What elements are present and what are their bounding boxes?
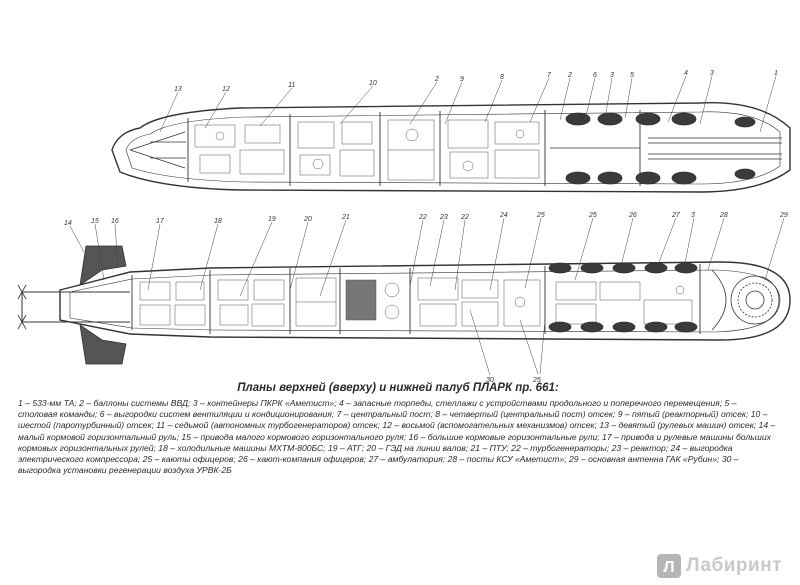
bottom-label: 30 [486,377,494,384]
propeller-shafts [21,291,130,323]
lower-label: 26 [628,212,637,219]
watermark-text: Лабиринт [686,555,782,576]
upper-bulkheads [187,110,641,186]
lower-label: 24 [499,212,508,219]
leader-lines [69,75,785,376]
upper-machinery-detail [194,119,540,181]
upper-stern-cone [129,131,186,169]
lower-label: 18 [214,218,222,225]
upper-label: 6 [593,72,597,79]
upper-label: 12 [222,86,230,93]
upper-label: 4 [684,70,688,77]
lower-label: 19 [268,216,276,223]
upper-label: 10 [369,80,377,87]
upper-label: 1 [774,70,778,77]
lower-hull-outline [59,261,791,341]
upper-label: 3 [610,72,614,79]
lower-label: 23 [439,214,448,221]
lower-bulkheads [131,264,701,334]
watermark-logo-icon: Л [657,554,682,578]
lower-label: 20 [303,216,312,223]
upper-hull-outline [111,102,791,193]
lower-label: 3 [691,212,695,219]
lower-label: 27 [671,212,681,219]
watermark-logo-letter: Л [664,559,675,576]
lower-rudder-fin [79,324,127,365]
upper-deck-plan [111,102,791,193]
lower-label: 25 [536,212,545,219]
upper-label: 3 [710,70,714,77]
upper-label: 5 [630,72,634,79]
lower-label: 28 [719,212,728,219]
lower-number-labels: 14 15 16 17 18 19 20 21 22 23 22 24 25 2… [64,212,788,227]
legend-caption: Планы верхней (вверху) и нижней палуб ПЛ… [18,382,778,476]
upper-inner-hull [125,111,781,185]
lower-machinery-detail [139,277,693,327]
caption-title: Планы верхней (вверху) и нижней палуб ПЛ… [237,382,559,394]
lower-label: 29 [779,212,788,219]
lower-deck-plan [17,245,791,365]
upper-label: 7 [547,72,552,79]
upper-label: 9 [460,76,464,83]
lower-label: 21 [341,214,350,221]
lower-label: 17 [156,218,165,225]
lower-label: 16 [111,218,119,225]
lower-label: 15 [91,218,99,225]
lower-label: 25 [588,212,597,219]
upper-rudder-fin [79,245,127,286]
caption-body: 1 – 533-мм ТА; 2 – баллоны системы ВВД; … [18,398,776,476]
bottom-number-labels: 30 25 [486,377,541,384]
lower-label: 14 [64,220,72,227]
lower-label: 22 [418,214,427,221]
lower-label: 22 [460,214,469,221]
upper-torpedo-tubes [550,137,782,160]
upper-label: 11 [288,82,295,89]
upper-label: 2 [434,76,439,83]
propeller-icon [17,284,27,330]
sonar-antenna [711,269,780,331]
bottom-label: 25 [532,377,541,384]
upper-torpedo-racks [565,112,756,185]
upper-label: 2 [567,72,572,79]
upper-number-labels: 13 12 11 10 2 9 8 7 2 6 3 5 4 3 1 [174,70,778,93]
upper-label: 13 [174,86,182,93]
lower-inner-hull [69,269,781,333]
watermark: Л Лабиринт [656,553,782,579]
upper-label: 8 [500,74,504,81]
lower-cabins [548,262,698,333]
